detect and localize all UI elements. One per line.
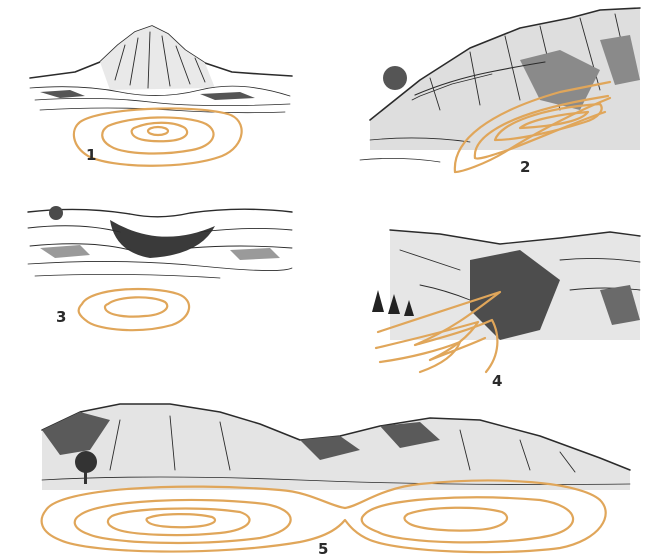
hollow-sketch <box>372 229 641 340</box>
panel-5-label: 5 <box>318 540 328 558</box>
panel-4: 4 <box>372 229 641 390</box>
ridge-contours <box>453 80 612 174</box>
hill-sketch <box>29 25 293 114</box>
hill-contours <box>72 107 243 167</box>
saddle-sketch <box>41 403 631 490</box>
hollow-contours <box>374 290 502 374</box>
panel-2: 2 <box>359 7 641 176</box>
panel-1-label: 1 <box>86 146 96 164</box>
panel-3-label: 3 <box>56 308 66 326</box>
saddle-contours <box>40 479 607 554</box>
basin-sketch <box>27 206 293 279</box>
panel-4-label: 4 <box>492 372 502 390</box>
panel-1: 1 <box>29 25 293 167</box>
basin-contours <box>77 287 190 332</box>
panel-5: 5 <box>40 403 631 558</box>
panel-3: 3 <box>27 206 293 332</box>
panel-2-label: 2 <box>520 158 530 176</box>
